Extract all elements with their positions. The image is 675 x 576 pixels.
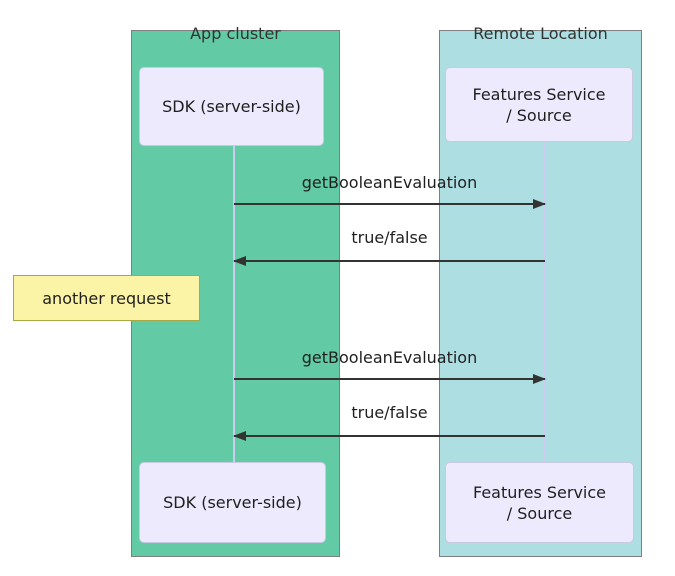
- message-arrow-right-2: [234, 374, 546, 384]
- features-service-actor-bottom: Features Service / Source: [445, 462, 634, 543]
- features-actor-label-line2: / Source: [506, 105, 572, 125]
- message-arrow-left-1: [233, 256, 545, 266]
- message-arrow-left-2: [233, 431, 545, 441]
- sdk-actor-top: SDK (server-side): [139, 67, 324, 146]
- message-arrow-right-1: [234, 199, 546, 209]
- features-actor-label-line2: / Source: [506, 503, 573, 523]
- sdk-lifeline: [233, 146, 235, 462]
- remote-location-title: Remote Location: [473, 24, 608, 43]
- app-cluster-title: App cluster: [190, 24, 281, 43]
- message-label-true-false-1: true/false: [351, 228, 428, 247]
- features-actor-label-line1: Features Service: [472, 482, 606, 502]
- message-label-get-boolean-evaluation-2: getBooleanEvaluation: [301, 348, 478, 367]
- arrowhead-left-icon: [233, 256, 246, 266]
- arrowhead-right-icon: [533, 199, 546, 209]
- features-actor-label-line1: Features Service: [472, 84, 606, 104]
- message-label-true-false-2: true/false: [351, 403, 428, 422]
- features-service-lifeline: [544, 142, 546, 462]
- message-label-get-boolean-evaluation-1: getBooleanEvaluation: [301, 173, 478, 192]
- note-label: another request: [42, 288, 171, 308]
- note-another-request: another request: [13, 275, 200, 321]
- sdk-actor-bottom: SDK (server-side): [139, 462, 326, 543]
- sdk-actor-label: SDK (server-side): [163, 493, 302, 512]
- sdk-actor-label: SDK (server-side): [162, 97, 301, 116]
- arrowhead-right-icon: [533, 374, 546, 384]
- arrowhead-left-icon: [233, 431, 246, 441]
- features-service-actor-top: Features Service / Source: [445, 67, 633, 142]
